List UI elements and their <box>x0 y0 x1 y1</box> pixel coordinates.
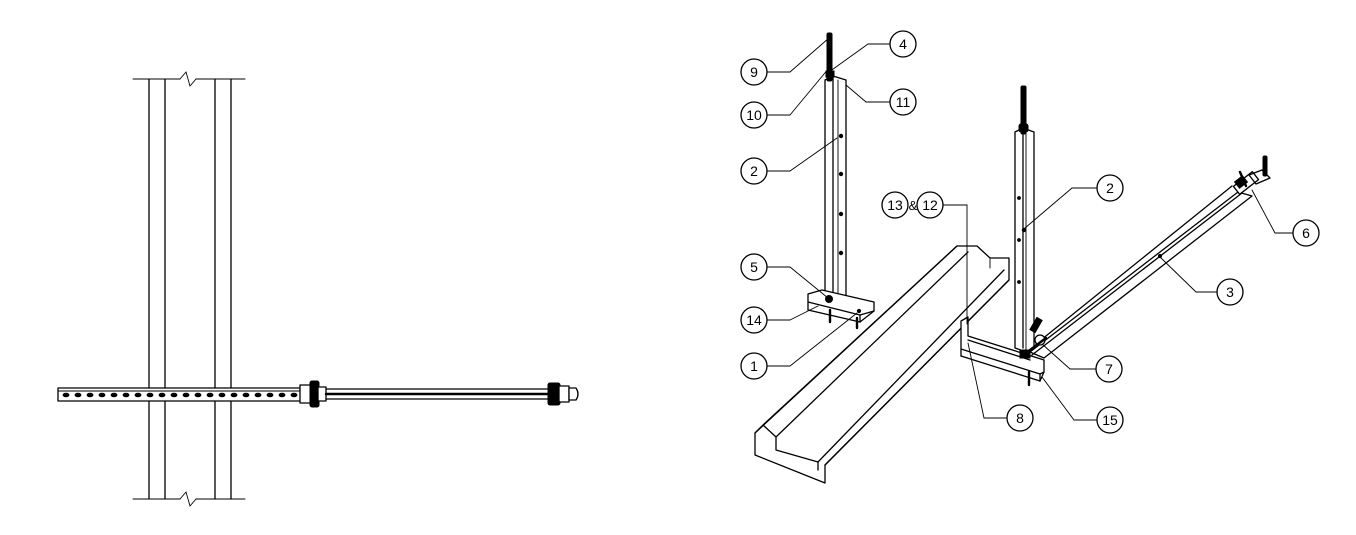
left-vertical-strut <box>824 32 847 303</box>
callout-2-left-label: 2 <box>750 163 758 179</box>
callout-8-label: 8 <box>1016 410 1024 426</box>
c-channel <box>754 245 1010 484</box>
callout-1-label: 1 <box>750 358 758 374</box>
slot-hole <box>182 392 190 398</box>
slot-holes <box>62 392 298 398</box>
callout-10-label: 10 <box>746 107 762 123</box>
callouts: 9 4 10 11 2 13 & 12 <box>740 30 1320 434</box>
callout-2-right-label: 2 <box>1106 180 1114 196</box>
right-vertical-strut <box>1014 85 1035 353</box>
slot-hole <box>278 392 286 398</box>
diagonal-brace <box>1028 155 1271 359</box>
slot-hole <box>134 392 142 398</box>
callout-12-label: 12 <box>922 197 938 213</box>
callout-11-label: 11 <box>896 94 911 110</box>
brace-rod <box>299 380 579 408</box>
slot-hole <box>170 392 178 398</box>
right-base-bracket <box>960 316 1045 387</box>
slot-hole <box>122 392 130 398</box>
slot-hole <box>62 392 70 398</box>
ampersand-label: & <box>909 198 918 213</box>
slot-hole <box>230 392 238 398</box>
slot-hole <box>254 392 262 398</box>
callout-7-label: 7 <box>1105 361 1113 377</box>
slot-hole <box>242 392 250 398</box>
callout-3: 3 <box>1216 278 1244 306</box>
callout-14: 14 <box>740 306 768 334</box>
slot-hole <box>146 392 154 398</box>
slot-hole <box>266 392 274 398</box>
callout-14-label: 14 <box>746 312 762 328</box>
callout-13-label: 13 <box>887 197 903 213</box>
callout-5: 5 <box>740 253 768 281</box>
slotted-channel-arm <box>57 387 309 402</box>
callout-15: 15 <box>1096 406 1124 434</box>
isometric-view: 9 4 10 11 2 13 & 12 <box>740 30 1320 484</box>
slot-hole <box>110 392 118 398</box>
slot-hole <box>98 392 106 398</box>
slot-hole <box>218 392 226 398</box>
callout-leaders <box>766 37 1294 421</box>
slot-hole <box>206 392 214 398</box>
callout-2-left: 2 <box>740 157 768 185</box>
plan-view <box>57 71 579 507</box>
callout-4-label: 4 <box>899 36 907 52</box>
callout-8: 8 <box>1006 404 1034 432</box>
callout-13-12: 13 & 12 <box>881 191 944 219</box>
slot-hole <box>86 392 94 398</box>
slot-hole <box>158 392 166 398</box>
column-section <box>132 71 246 507</box>
callout-9-label: 9 <box>750 64 758 80</box>
callout-15-label: 15 <box>1102 412 1118 428</box>
left-base-bracket <box>807 289 875 330</box>
callout-9: 9 <box>740 58 768 86</box>
callout-2-right: 2 <box>1096 174 1124 202</box>
callout-3-label: 3 <box>1226 284 1234 300</box>
callout-10: 10 <box>740 101 768 129</box>
slot-hole <box>290 392 298 398</box>
slot-hole <box>74 392 82 398</box>
callout-1: 1 <box>740 352 768 380</box>
callout-5-label: 5 <box>750 259 758 275</box>
callout-11: 11 <box>889 88 917 116</box>
callout-4: 4 <box>889 30 917 58</box>
callout-7: 7 <box>1095 355 1123 383</box>
callout-6-label: 6 <box>1302 225 1310 241</box>
slot-hole <box>194 392 202 398</box>
callout-6: 6 <box>1292 219 1320 247</box>
